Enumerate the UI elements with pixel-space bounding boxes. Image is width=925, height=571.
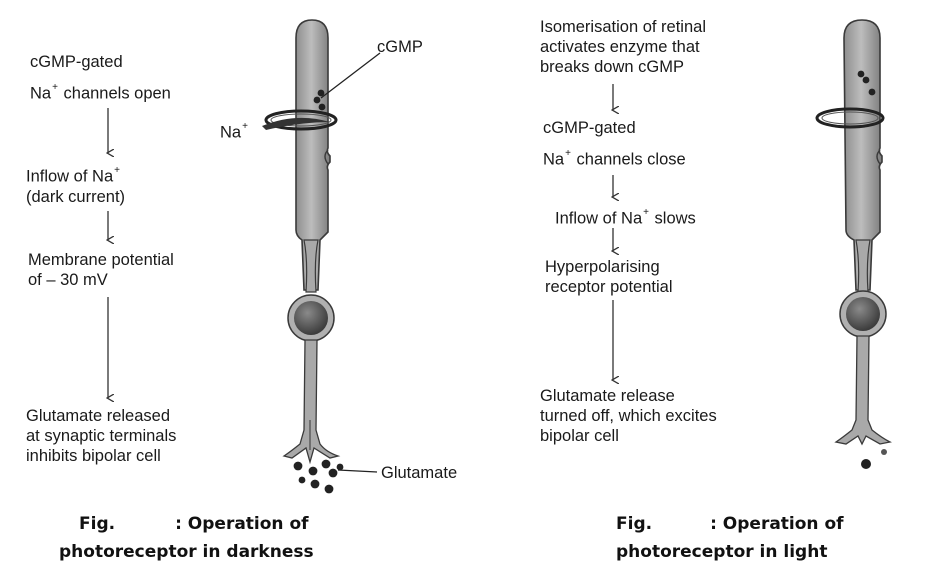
na-channel-ring-closed	[815, 107, 885, 129]
outer-segment-light	[843, 19, 883, 291]
axon	[282, 339, 341, 465]
left-step-2: Inflow of Na+ (dark current)	[26, 165, 126, 206]
right-step-1: Isomerisation of retinal activates enzym…	[540, 18, 706, 76]
left-step-4: Glutamate released at synaptic terminals…	[26, 407, 177, 465]
caption-darkness-line-2: photoreceptor in darkness	[59, 542, 314, 562]
cgmp-label: cGMP	[377, 38, 423, 56]
glutamate-label: Glutamate	[381, 464, 458, 482]
axon-light	[834, 335, 892, 446]
glutamate-vesicles	[293, 459, 344, 494]
right-step-5: Glutamate release turned off, which exci…	[540, 387, 717, 445]
caption-light-fig: Fig.	[616, 514, 653, 534]
left-step-2-line-2: (dark current)	[26, 187, 126, 206]
outer-segment	[295, 19, 331, 291]
caption-light-line-1: Fig.: Operation of	[616, 514, 844, 534]
caption-darkness-line-1: Fig.: Operation of	[79, 514, 309, 534]
na-label: Na+	[220, 121, 248, 142]
na-channel-ring	[264, 109, 338, 131]
rod-cell-light	[815, 19, 892, 469]
left-step-3: Membrane potential of – 30 mV	[28, 251, 174, 289]
right-step-4: Hyperpolarising receptor potential	[545, 258, 673, 296]
right-step-2: cGMP-gated Na+ channels close	[543, 119, 686, 169]
rod-cell-darkness	[262, 19, 381, 494]
cgmp-leader	[320, 52, 381, 99]
caption-darkness-fig: Fig.	[79, 514, 116, 534]
caption-light-line-2: photoreceptor in light	[616, 542, 828, 562]
left-step-1: cGMP-gated Na+ channels open	[30, 53, 171, 103]
right-step-3: Inflow of Na+ slows	[555, 207, 696, 228]
left-step-1-line-1: cGMP-gated	[30, 53, 123, 71]
glutamate-leader	[337, 469, 378, 473]
